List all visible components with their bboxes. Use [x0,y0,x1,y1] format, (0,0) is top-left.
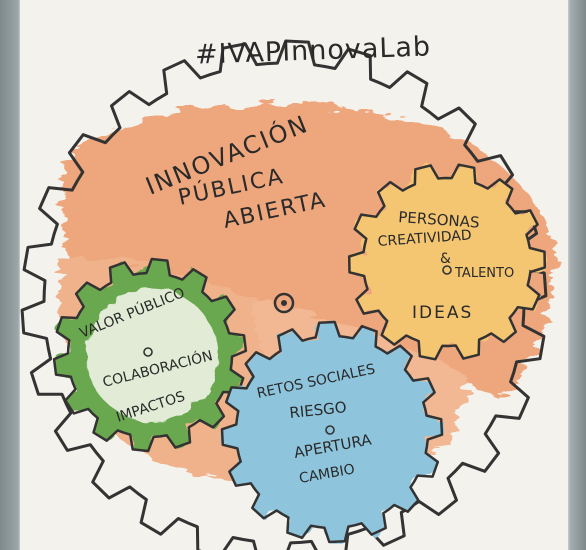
valor-gear-inner [86,289,218,421]
personas-line4: TALENTO [454,266,514,281]
main-gear-outline [20,39,548,550]
valor-axle-icon [143,347,153,357]
personas-line2: CREATIVIDAD [377,227,472,250]
personas-line1: PERSONAS [398,208,480,232]
retos-gear-outline [220,320,444,544]
personas-gear-fill [349,164,545,360]
personas-axle-icon [442,265,452,275]
personas-gear-outline [347,163,547,361]
personas-line5: IDEAS [412,303,473,323]
valor-gear-outline [52,257,248,453]
retos-axle-icon [325,425,335,435]
retos-line2: RIESGO [289,398,348,422]
hashtag-text: #IVAPInnovaLab [195,31,432,70]
personas-line3: & [440,251,451,267]
main-axle-icon [273,292,295,314]
retos-gear-fill [222,322,442,542]
